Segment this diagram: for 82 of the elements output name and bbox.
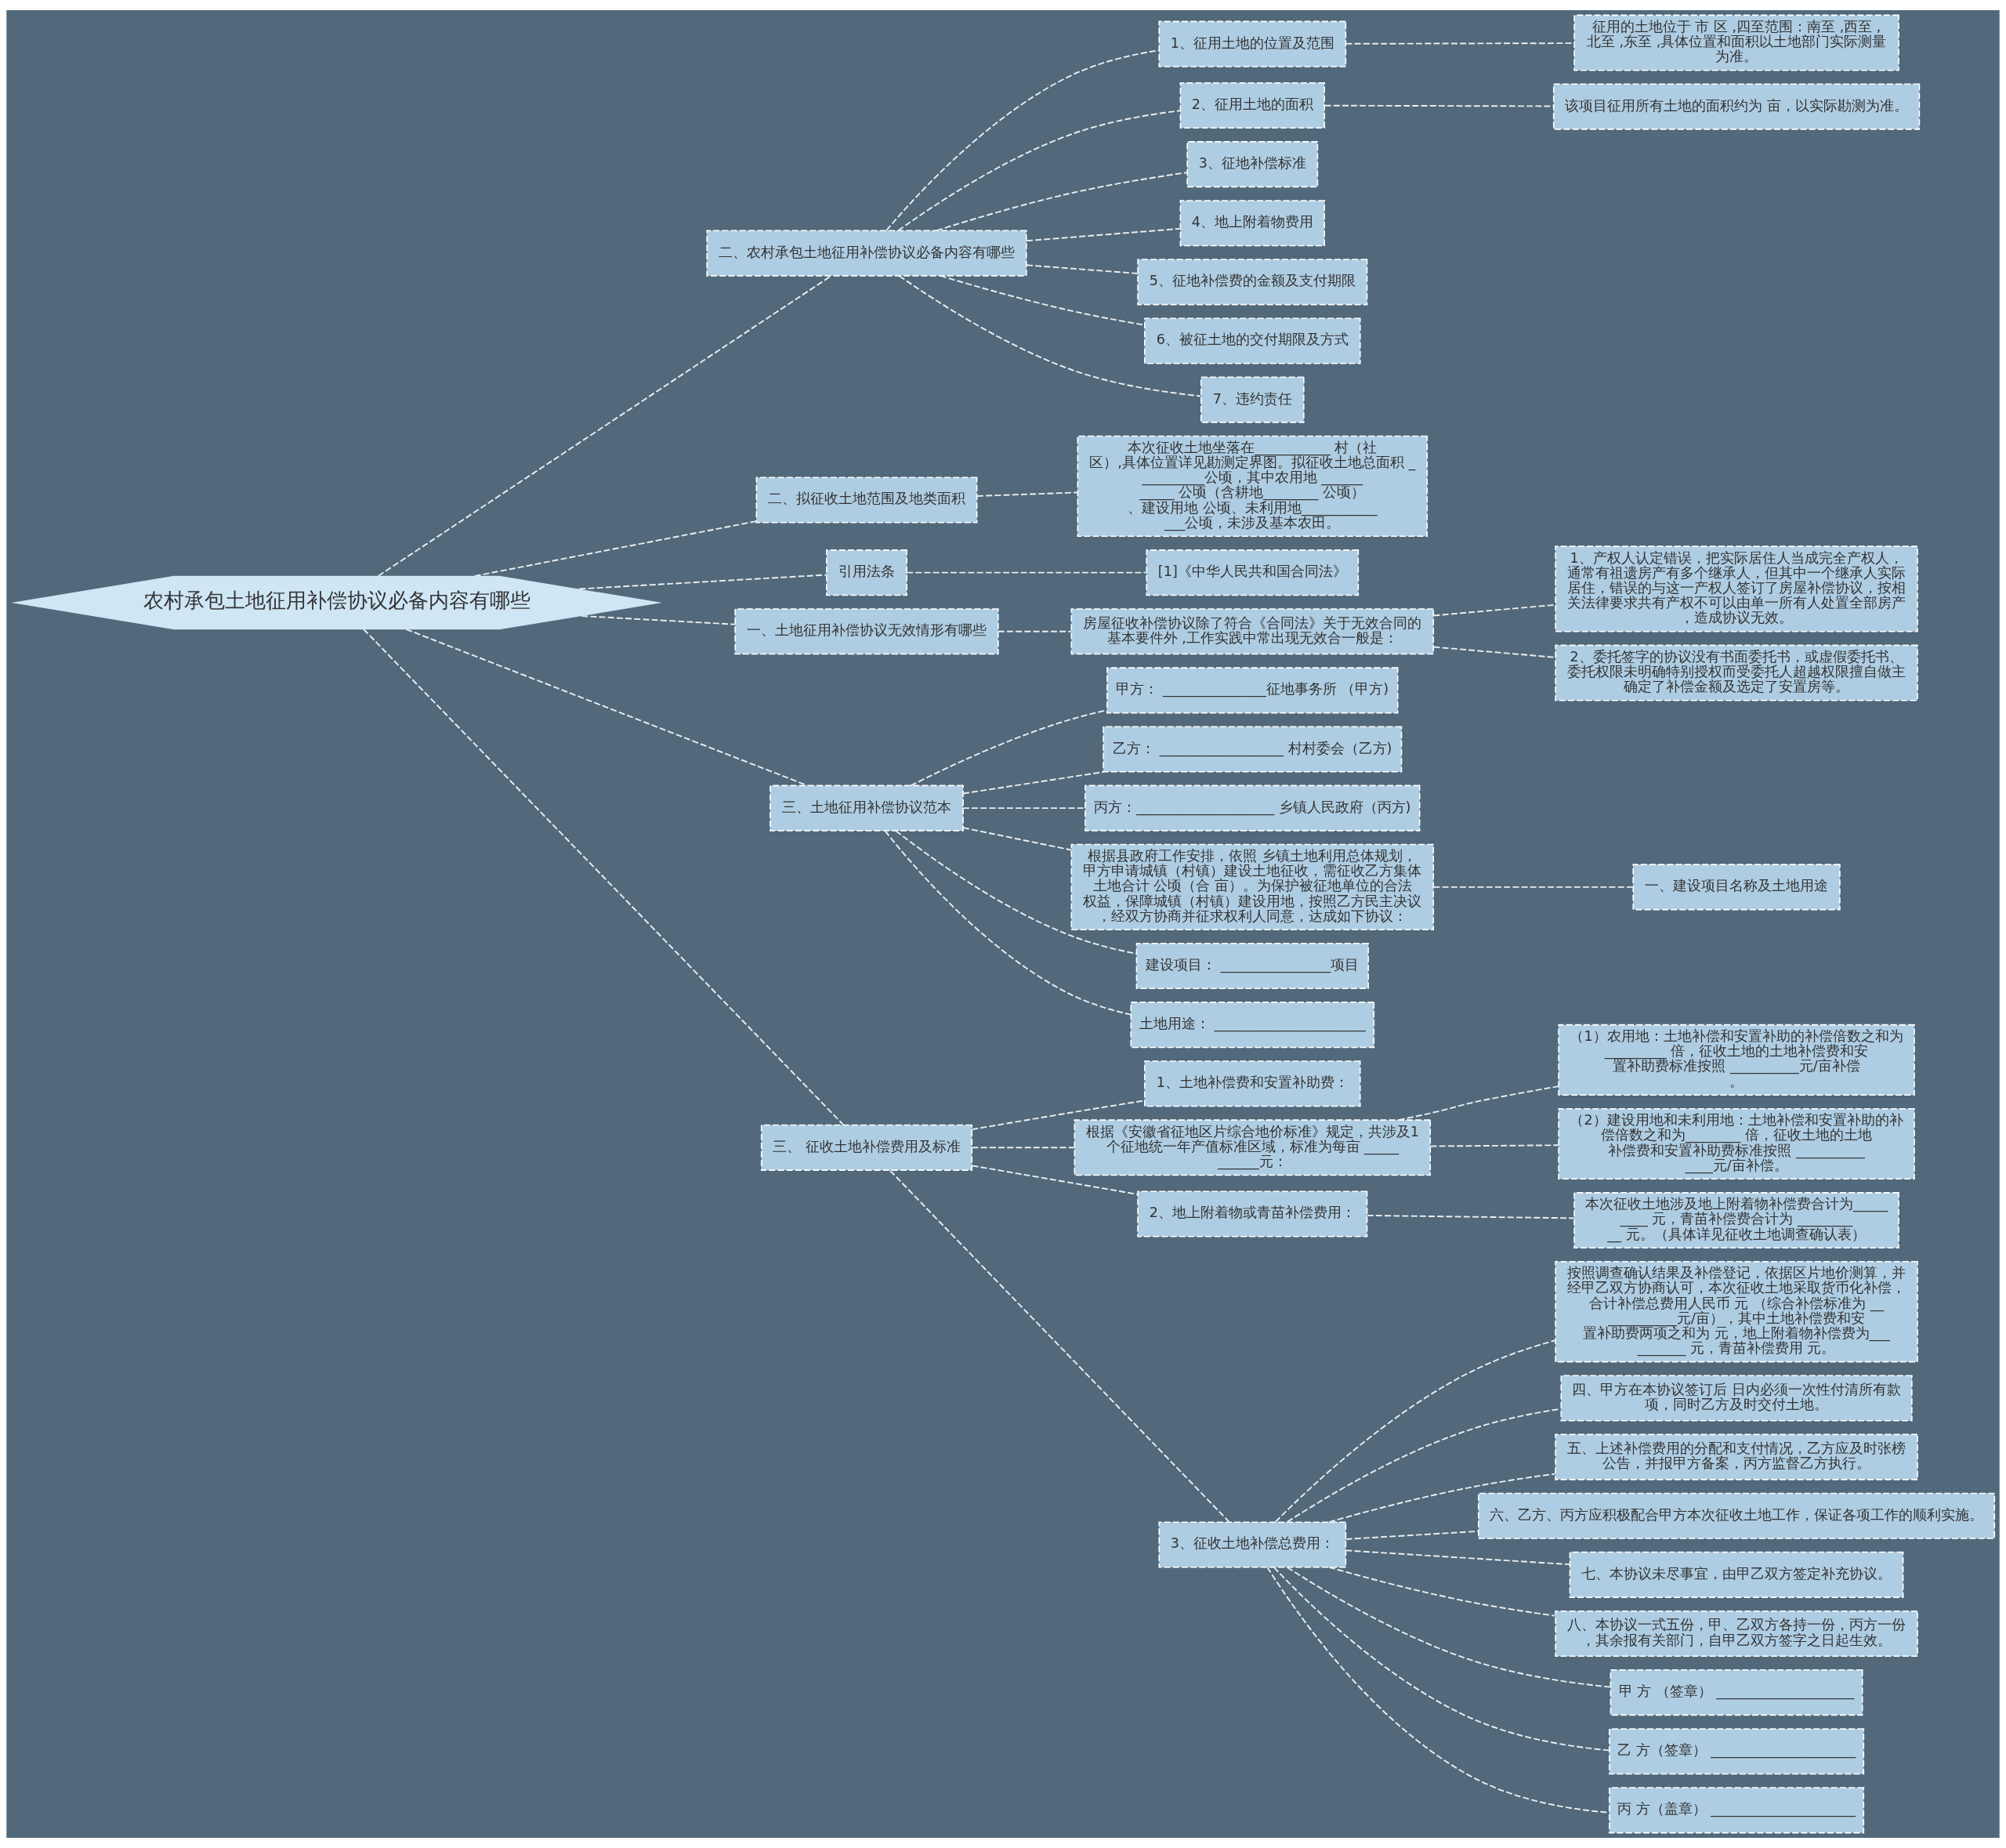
connector	[1429, 1144, 1559, 1147]
connector	[473, 520, 757, 577]
node-box: 2、地上附着物或青苗补偿费用：	[1137, 1190, 1368, 1237]
node-box: 甲方： _______________征地事务所 （甲方)	[1106, 667, 1399, 714]
node-box: 引用法条	[826, 549, 907, 596]
node-box: 4、地上附着物费用	[1179, 200, 1325, 247]
node-box: 2、征用土地的面积	[1179, 82, 1325, 129]
node-box: 本次征收土地坐落在___________ 村（社区）,具体位置详见勘测定界图。拟征收土地总面积 __________公顷，其中农用地 ___________ 公顷（含耕地________ 公顷）、建设用地 公顷、未利用地______________公顷，未涉及基本农田。	[1077, 435, 1428, 538]
node-box: 3、征收土地补偿总费用：	[1158, 1521, 1347, 1568]
connector	[1432, 886, 1634, 888]
node-box: 本次征收土地涉及地上附着物补偿费合计为_________ 元，青苗补偿费合计为 __________ 元。（具体详见征收土地调查确认表）	[1573, 1192, 1899, 1248]
connector	[1328, 1566, 1556, 1617]
node-box: 丙 方（盖章） _____________________	[1609, 1787, 1865, 1834]
connector	[962, 770, 1106, 795]
connector	[962, 807, 1086, 810]
node-box: [1]《中华人民共和国合同法》	[1146, 549, 1360, 596]
connector	[1432, 646, 1556, 658]
node-box: 根据县政府工作安排，依照 乡镇土地利用总体规划，甲方申请城镇（村镇）建设土地征收，需征收乙方集体土地合计 公顷（合 亩）。为保护被征地单位的合法权益，保障城镇（村镇）建设用地，按照乙方民主决议，经双方协商并征求权利人同意，达成如下协议：	[1070, 843, 1435, 930]
node-box: 5、征地补偿费的金额及支付期限	[1137, 259, 1368, 306]
connector	[971, 1165, 1139, 1195]
connector	[976, 491, 1079, 497]
node-box: 一、土地征用补偿协议无效情形有哪些	[734, 608, 999, 655]
node-box: 1、征用土地的位置及范围	[1158, 20, 1347, 67]
node-box: 1、产权人认定错误，把实际居住人当成完全产权人，通常有祖遗房产有多个继承人，但其中一个继承人实际居住，错误的与这一产权人签订了房屋补偿协议，按相关法律要求共有产权不可以由单一所有人处置全部房产，造成协议无效。	[1555, 545, 1918, 632]
node-box: 房屋征收补偿协议除了符合《合同法》关于无效合同的基本要件外 ,工作实践中常出现无效合一般是：	[1070, 608, 1435, 655]
node-box: 五、上述补偿费用的分配和支付情况，乙方应及时张榜公告，并报甲方备案，丙方监督乙方执行。	[1555, 1433, 1918, 1480]
connector	[1274, 1339, 1556, 1523]
connector	[997, 630, 1073, 632]
connector	[936, 172, 1188, 232]
connector	[578, 574, 827, 590]
connector	[885, 49, 1161, 231]
connector	[898, 275, 1202, 397]
connector	[1366, 1214, 1575, 1219]
node-box: 按照调查确认结果及补偿登记，依据区片地价测算，并经甲乙双方协商认可，本次征收土地采取货币化补偿，合计补偿总费用人民币 元 （综合补偿标准为 ____________元/亩），其中土地补偿费和安置补助费两项之和为 元，地上附着物补偿费为__________ 元，青苗补偿费用 元。	[1555, 1260, 1918, 1363]
node-box: 根据《安徽省征地区片综合地价标准》规定，共涉及1个征地统一年产值标准区域，标准为每亩 ___________元：	[1074, 1119, 1432, 1176]
connector	[889, 1169, 1230, 1524]
connector	[1026, 227, 1181, 242]
connector	[405, 629, 809, 787]
connector	[1026, 264, 1139, 274]
node-box: 6、被征土地的交付期限及方式	[1144, 317, 1361, 364]
connector	[1323, 104, 1555, 107]
connector	[971, 1147, 1075, 1149]
connector	[1273, 1566, 1610, 1752]
node-box: 六、乙方、丙方应积极配合甲方本次征收土地工作，保证各项工作的顺利实施。	[1478, 1492, 1996, 1539]
connector	[1286, 1408, 1562, 1523]
node-box: 二、农村承包土地征用补偿协议必备内容有哪些	[706, 230, 1027, 277]
node-box: （1）农用地：土地补偿和安置补助的补偿倍数之和为_________ 倍，征收土地的土地补偿费和安置补助费标准按照 __________元/亩补偿。	[1558, 1024, 1915, 1096]
node-box: 乙 方（签章） _____________________	[1609, 1728, 1865, 1775]
node-box: 四、甲方在本协议签订后 日内必须一次性付清所有款项，同时乙方及时交付土地。	[1560, 1375, 1913, 1422]
connector	[581, 615, 736, 625]
connector	[1286, 1567, 1612, 1688]
connector	[1432, 603, 1556, 617]
connector	[1328, 1473, 1556, 1524]
connector	[895, 830, 1137, 955]
connector	[884, 830, 1132, 1016]
node-box: 三、土地征用补偿协议范本	[769, 784, 964, 832]
node-box: 甲 方 （签章） ____________________	[1610, 1669, 1863, 1716]
node-box: 乙方： __________________ 村村委会（乙方)	[1103, 726, 1403, 773]
node-box: 三、 征收土地补偿费用及标准	[760, 1124, 973, 1171]
connector	[1345, 1530, 1479, 1540]
node-box: 八、本协议一式五份，甲、乙双方各持一份，丙方一份，其余报有关部门，自甲乙双方签字之日起生效。	[1555, 1610, 1918, 1658]
connector	[962, 827, 1072, 851]
node-box: 建设项目： ________________项目	[1135, 942, 1369, 990]
node-box: 七、本协议未尽事宜，由甲乙双方签定补充协议。	[1569, 1551, 1904, 1598]
node-box: 该项目征用所有土地的面积约为 亩，以实际勘测为准。	[1552, 83, 1921, 130]
connector	[363, 629, 845, 1126]
node-box: 二、拟征收土地范围及地类面积	[755, 476, 978, 524]
node-box: 2、委托签字的协议没有书面委托书，或虚假委托书、委托权限未明确特别授权而受委托人超越权限擅自做主确定了补偿金额及选定了安置房等。	[1555, 644, 1918, 701]
node-box: 丙方：____________________ 乡镇人民政府（丙方)	[1084, 784, 1421, 832]
connector	[1345, 1549, 1571, 1566]
connector	[1397, 1085, 1559, 1121]
connector	[897, 110, 1181, 232]
node-box: 一、建设项目名称及土地用途	[1632, 864, 1841, 911]
node-box: 征用的土地位于 市 区 ,四至范围：南至 ,西至 ,北至 ,东至 ,具体位置和面积以土地部门实际测量为准。	[1573, 14, 1899, 71]
connector	[378, 275, 832, 577]
node-box: 3、征地补偿标准	[1186, 141, 1319, 188]
node-box: （2）建设用地和未利用地：土地补偿和安置补助的补偿倍数之和为________ 倍，征收土地的土地补偿费和安置补助费标准按照 ______________元/亩补偿。	[1558, 1107, 1915, 1180]
connector	[1266, 1567, 1610, 1814]
connector	[906, 571, 1147, 574]
node-box: 7、违约责任	[1200, 376, 1305, 423]
node-box: 1、土地补偿费和安置补助费：	[1144, 1060, 1361, 1107]
node-box: 土地用途： ______________________	[1130, 1002, 1375, 1049]
